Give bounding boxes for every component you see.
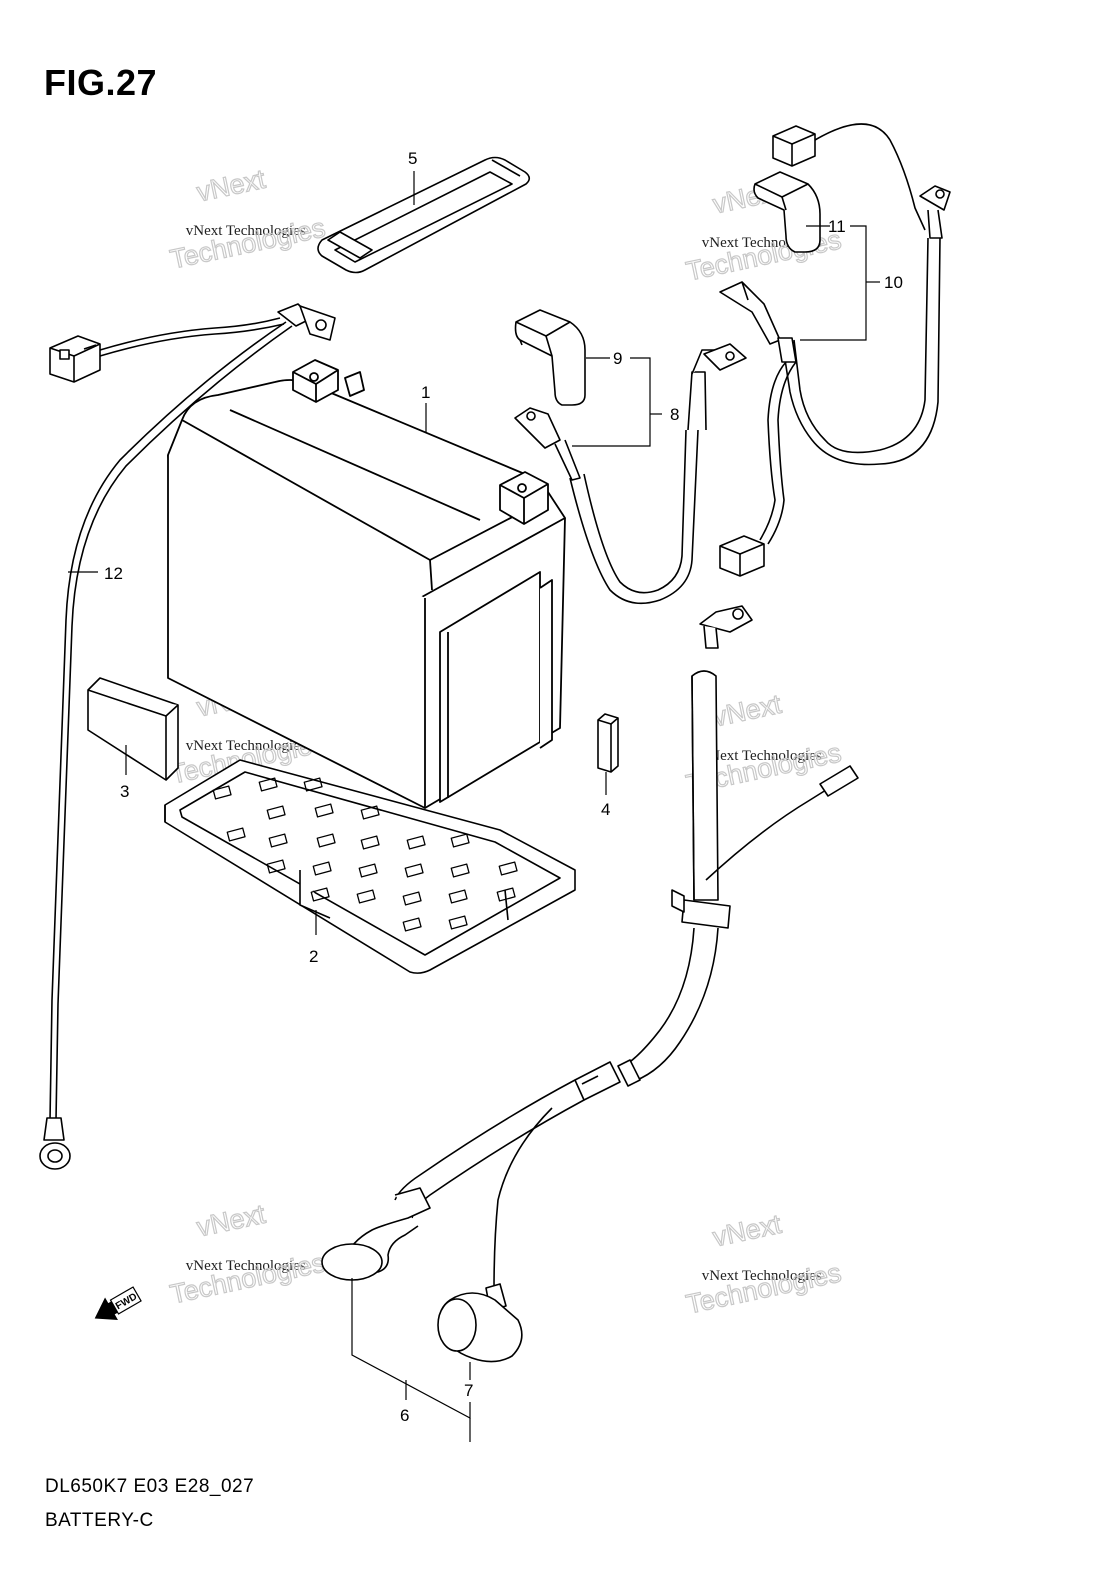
- svg-text:vNext: vNext: [710, 689, 784, 733]
- diagram-caption: BATTERY-C: [45, 1510, 154, 1531]
- callout-3: 3: [120, 782, 129, 801]
- tray-slots: [212, 777, 518, 932]
- fwd-arrow-icon: FWD: [94, 1286, 142, 1320]
- part-1-battery: [167, 359, 566, 809]
- svg-text:Technologies: Technologies: [167, 212, 327, 274]
- callout-2: 2: [309, 947, 318, 966]
- svg-text:Technologies: Technologies: [683, 1257, 843, 1319]
- part-11-cap: [753, 171, 821, 253]
- callout-9: 9: [613, 349, 622, 368]
- callout-5: 5: [408, 149, 417, 168]
- part-8-cable: [514, 343, 747, 605]
- part-10-cable: [719, 123, 951, 577]
- part-7-cap: [437, 1283, 523, 1363]
- part-2-tray: [164, 759, 576, 974]
- svg-text:vNext Technologies: vNext Technologies: [702, 1268, 822, 1284]
- part-3-pad: [87, 677, 179, 781]
- callout-7: 7: [464, 1381, 473, 1400]
- callout-12: 12: [104, 564, 123, 583]
- svg-text:vNext Technologies: vNext Technologies: [186, 223, 306, 239]
- callout-4: 4: [601, 800, 610, 819]
- callout-11: 11: [828, 217, 846, 236]
- leader-lines: [68, 171, 880, 1442]
- watermark-top-left: vNext vNext Technologies Technologies: [167, 163, 329, 275]
- part-9-cap: [514, 309, 586, 406]
- part-4-spacer: [597, 713, 619, 773]
- svg-text:vNext Technologies: vNext Technologies: [186, 738, 306, 754]
- callout-10: 10: [884, 273, 903, 292]
- callout-labels: 5 1 2 3 4 12 9 8 11 10 7 6: [104, 149, 903, 1425]
- svg-text:vNext Technologies: vNext Technologies: [702, 748, 822, 764]
- callout-1: 1: [421, 383, 430, 402]
- part-5-strap: [317, 156, 531, 274]
- svg-text:vNext: vNext: [194, 1199, 268, 1243]
- svg-text:vNext: vNext: [710, 1209, 784, 1253]
- svg-text:vNext Technologies: vNext Technologies: [186, 1258, 306, 1274]
- callout-6: 6: [400, 1406, 409, 1425]
- svg-text:Technologies: Technologies: [167, 1247, 327, 1309]
- part-12-lead: [39, 303, 336, 1170]
- callout-8: 8: [670, 405, 679, 424]
- diagram-code: DL650K7 E03 E28_027: [45, 1476, 255, 1497]
- svg-text:vNext: vNext: [194, 164, 268, 208]
- part-6-cable: [321, 605, 859, 1291]
- figure-title: FIG.27: [44, 62, 158, 103]
- watermark-bottom-right: vNext vNext Technologies Technologies: [683, 1208, 845, 1320]
- watermark-bottom-left: vNext vNext Technologies Technologies: [167, 1198, 329, 1310]
